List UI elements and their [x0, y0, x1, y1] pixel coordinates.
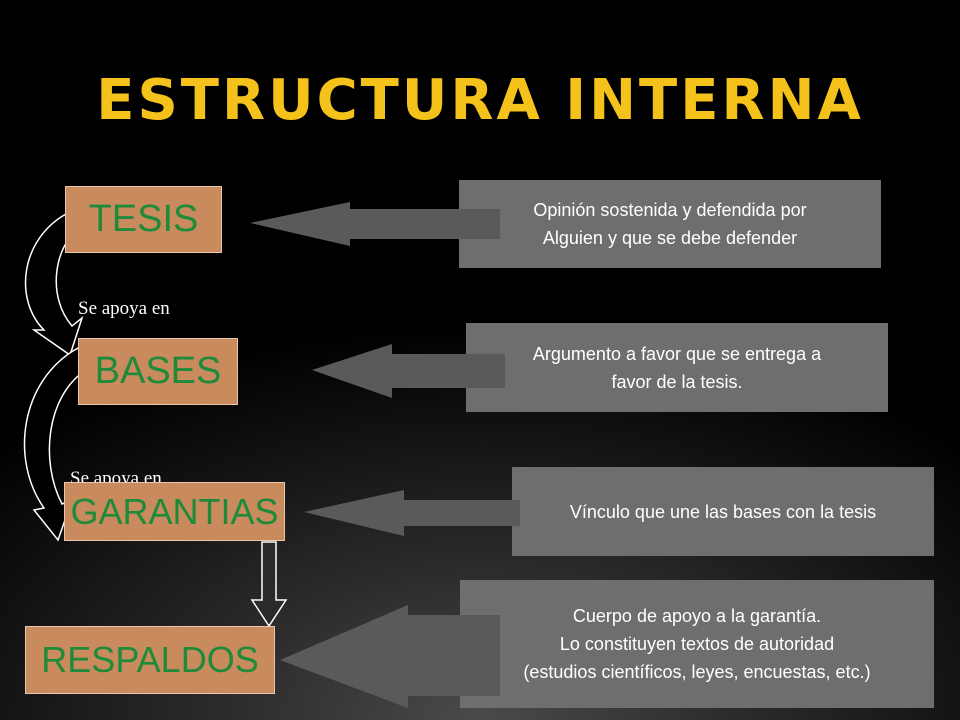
concept-label: RESPALDOS	[41, 639, 259, 680]
connector-label: Se apoya en	[78, 298, 170, 319]
left-arrow-garantias	[304, 490, 520, 536]
concept-label: TESIS	[88, 198, 199, 240]
left-arrow-bases	[312, 344, 505, 398]
left-arrow-tesis	[250, 202, 500, 246]
concept-box-bases: BASES	[78, 338, 238, 405]
down-arrow-garantias-to-respaldos	[250, 541, 288, 628]
description-box-garantias: Vínculo que une las bases con la tesis	[512, 467, 934, 556]
description-line: Vínculo que une las bases con la tesis	[569, 501, 877, 522]
description-line: Cuerpo de apoyo a la garantía.	[572, 606, 822, 626]
slide-title: ESTRUCTURA INTERNA	[96, 68, 864, 133]
description-line: Lo constituyen textos de autoridad	[559, 634, 835, 654]
curved-arrow-bases-to-garantias	[23, 346, 87, 542]
description-line: Opinión sostenida y defendida por	[533, 200, 807, 220]
concept-label: BASES	[94, 350, 222, 392]
description-line: Alguien y que se debe defender	[542, 228, 798, 248]
concept-label: GARANTIAS	[70, 490, 279, 532]
description-box-bases: Argumento a favor que se entrega a favor…	[466, 323, 888, 412]
description-line: Argumento a favor que se entrega a	[532, 343, 822, 364]
concept-box-garantias: GARANTIAS	[64, 482, 285, 541]
description-line: (estudios científicos, leyes, encuestas,…	[523, 662, 871, 682]
concept-box-respaldos: RESPALDOS	[25, 626, 275, 694]
description-line: favor de la tesis.	[611, 371, 743, 392]
description-box-tesis: Opinión sostenida y defendida por Alguie…	[459, 180, 881, 268]
concept-box-tesis: TESIS	[65, 186, 222, 253]
left-arrow-respaldos	[280, 605, 500, 708]
description-box-respaldos: Cuerpo de apoyo a la garantía. Lo consti…	[460, 580, 934, 708]
